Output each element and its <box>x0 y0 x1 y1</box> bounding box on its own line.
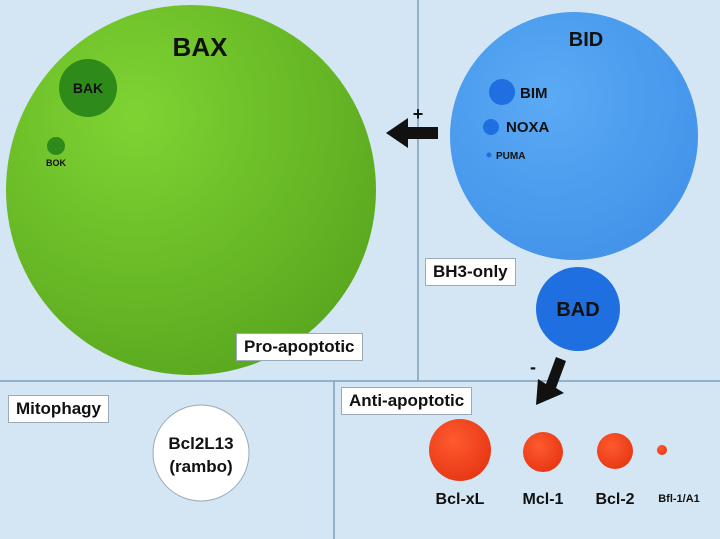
inhibition-sign: - <box>530 357 536 377</box>
bim-circle <box>489 79 515 105</box>
mcl-1-label: Mcl-1 <box>523 491 564 508</box>
inhibition-arrow <box>536 357 566 405</box>
activation-arrow <box>386 118 438 148</box>
bok-label: BOK <box>46 158 67 168</box>
bcl-xl-label: Bcl-xL <box>436 491 485 508</box>
anti-apoptotic-label: Anti-apoptotic <box>341 387 473 415</box>
puma-circle <box>486 152 492 158</box>
bid-circle <box>450 12 698 260</box>
noxa-label: NOXA <box>506 119 550 136</box>
bad-label: BAD <box>556 299 599 321</box>
bfl-1-label: Bfl-1/A1 <box>658 493 700 505</box>
bid-label: BID <box>569 29 603 51</box>
bcl-2-circle <box>597 433 633 469</box>
bad-circle <box>536 267 620 351</box>
bfl-1-circle <box>657 445 667 455</box>
bak-label: BAK <box>73 80 103 96</box>
bcl2l13-label-line1: Bcl2L13 <box>168 434 233 453</box>
puma-label: PUMA <box>496 151 525 162</box>
bak-circle <box>59 59 117 117</box>
mitophagy-label: Mitophagy <box>8 395 109 423</box>
pro-apoptotic-label: Pro-apoptotic <box>236 333 363 361</box>
bcl-2-label: Bcl-2 <box>595 491 634 508</box>
bim-label: BIM <box>520 85 548 102</box>
bok-circle <box>47 137 65 155</box>
activation-sign: + <box>413 104 424 124</box>
bcl-xl-circle <box>429 419 491 481</box>
bcl2l13-label-line2: (rambo) <box>169 457 232 476</box>
mcl-1-circle <box>523 432 563 472</box>
bax-label: BAX <box>173 32 229 62</box>
bh3-only-label: BH3-only <box>425 258 516 286</box>
bcl2l13-circle <box>152 404 250 502</box>
noxa-circle <box>483 119 499 135</box>
